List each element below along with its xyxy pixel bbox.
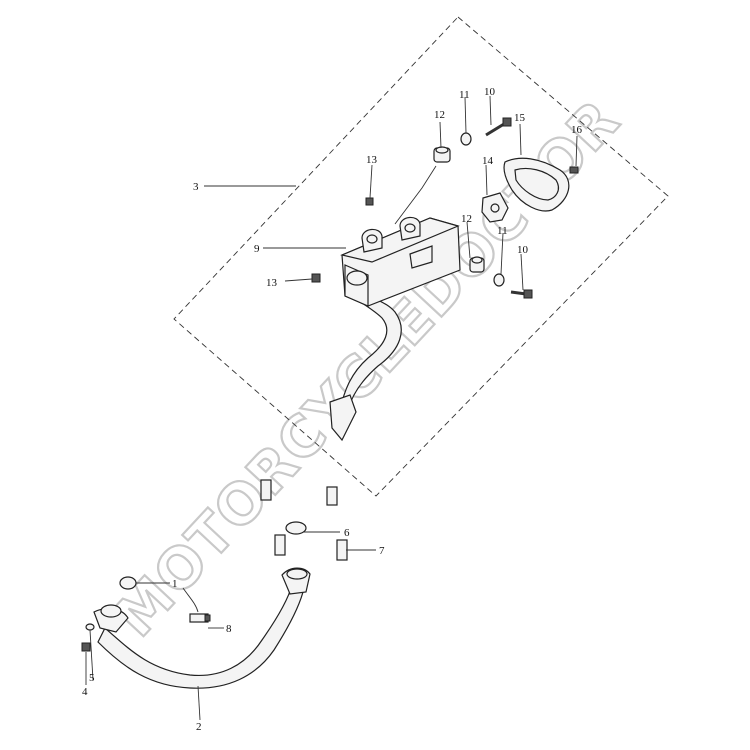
exhaust-header-pipe (93, 567, 311, 689)
callout-13-lower: 13 (266, 277, 278, 289)
callout-6: 6 (344, 527, 350, 539)
callout-10-lower: 10 (517, 244, 529, 256)
bolt-lower (510, 289, 533, 299)
callout-16: 16 (571, 124, 583, 136)
spacer-collar-lower (469, 256, 485, 273)
muffler-assembly-boundary (173, 16, 669, 497)
header-nut (81, 642, 91, 652)
leader-lines (85, 95, 578, 721)
callout-2: 2 (196, 721, 202, 733)
callout-1: 1 (172, 578, 178, 590)
callout-13-upper: 13 (366, 154, 378, 166)
callout-10-upper: 10 (484, 86, 496, 98)
callout-9: 9 (254, 243, 260, 255)
header-gasket (119, 576, 137, 590)
callout-numbers: 1 2 3 4 5 6 7 8 9 10 10 11 11 12 12 13 1… (82, 86, 583, 733)
callout-5: 5 (89, 672, 95, 684)
gasket-ring (285, 521, 307, 535)
callout-14: 14 (482, 155, 494, 167)
callout-11-upper: 11 (459, 89, 470, 101)
nut-upper (365, 197, 374, 206)
callout-11-lower: 11 (497, 225, 508, 237)
oxygen-sensor (182, 587, 211, 623)
nut-lower (311, 273, 321, 283)
callout-8: 8 (226, 623, 232, 635)
washer-lower (493, 273, 505, 287)
callout-4: 4 (82, 686, 88, 698)
spacer-collar-upper (433, 146, 451, 163)
muffler-body (329, 216, 461, 442)
cover-screw (569, 166, 579, 174)
bolt-upper (485, 117, 512, 137)
callout-15: 15 (514, 112, 526, 124)
callout-12-upper: 12 (434, 109, 445, 121)
callout-3: 3 (193, 181, 199, 193)
washer-upper (460, 132, 472, 146)
header-washer (85, 623, 95, 631)
callout-12-lower: 12 (461, 213, 472, 225)
callout-7: 7 (379, 545, 385, 557)
